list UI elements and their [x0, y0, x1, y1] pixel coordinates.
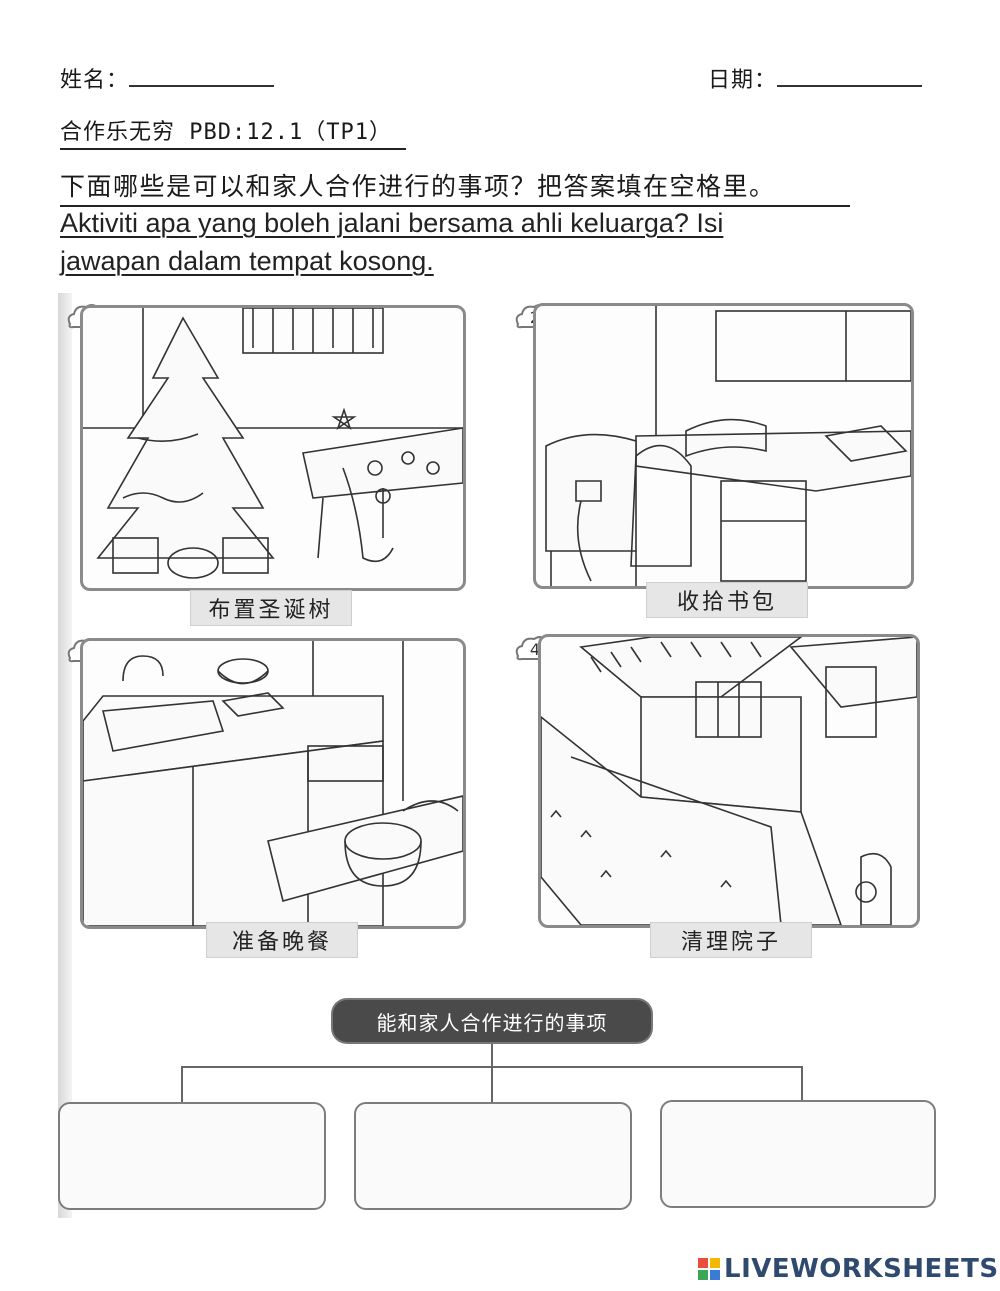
- date-label: 日期：: [708, 68, 778, 93]
- answer-box-1[interactable]: [58, 1102, 326, 1210]
- footer-brand: LIVEWORKSHEETS: [698, 1254, 999, 1284]
- study-desk-illustration: [545, 306, 911, 586]
- answer-box-2[interactable]: [354, 1102, 632, 1210]
- caption-4: 清理院子: [650, 922, 812, 958]
- connector-vertical: [491, 1044, 493, 1068]
- question-malay: Aktiviti apa yang boleh jalani bersama a…: [60, 204, 960, 280]
- picture-panel-4[interactable]: [538, 634, 920, 928]
- caption-1: 布置圣诞树: [190, 590, 352, 626]
- caption-2: 收拾书包: [646, 582, 808, 618]
- picture-panel-1[interactable]: [80, 305, 466, 591]
- kitchen-illustration: [83, 641, 463, 926]
- worksheet-subtitle: 合作乐无穷 PBD:12.1（TP1）: [60, 114, 406, 150]
- answer-title: 能和家人合作进行的事项: [333, 1000, 651, 1042]
- date-field: 日期：: [708, 62, 923, 94]
- answer-box-3[interactable]: [660, 1100, 936, 1208]
- name-label: 姓名：: [60, 68, 130, 93]
- connector-left: [181, 1066, 183, 1102]
- picture-panel-2[interactable]: [533, 303, 914, 589]
- connector-middle: [491, 1066, 493, 1102]
- name-blank[interactable]: [129, 67, 275, 87]
- brand-logo-icon: [698, 1258, 720, 1280]
- christmas-tree-illustration: [83, 308, 463, 579]
- number-4: 4: [530, 640, 540, 659]
- scan-edge: [58, 293, 72, 1218]
- question-malay-line2: jawapan dalam tempat kosong.: [60, 246, 434, 276]
- question-malay-line1: Aktiviti apa yang boleh jalani bersama a…: [60, 208, 724, 238]
- name-field: 姓名：: [60, 62, 275, 94]
- question-chinese: 下面哪些是可以和家人合作进行的事项？把答案填在空格里。: [60, 167, 850, 207]
- house-yard-illustration: [541, 637, 917, 925]
- picture-panel-3[interactable]: [80, 638, 466, 929]
- connector-right: [801, 1066, 803, 1102]
- brand-name: LIVEWORKSHEETS: [724, 1254, 999, 1284]
- caption-3: 准备晚餐: [206, 922, 358, 958]
- date-blank[interactable]: [777, 67, 923, 87]
